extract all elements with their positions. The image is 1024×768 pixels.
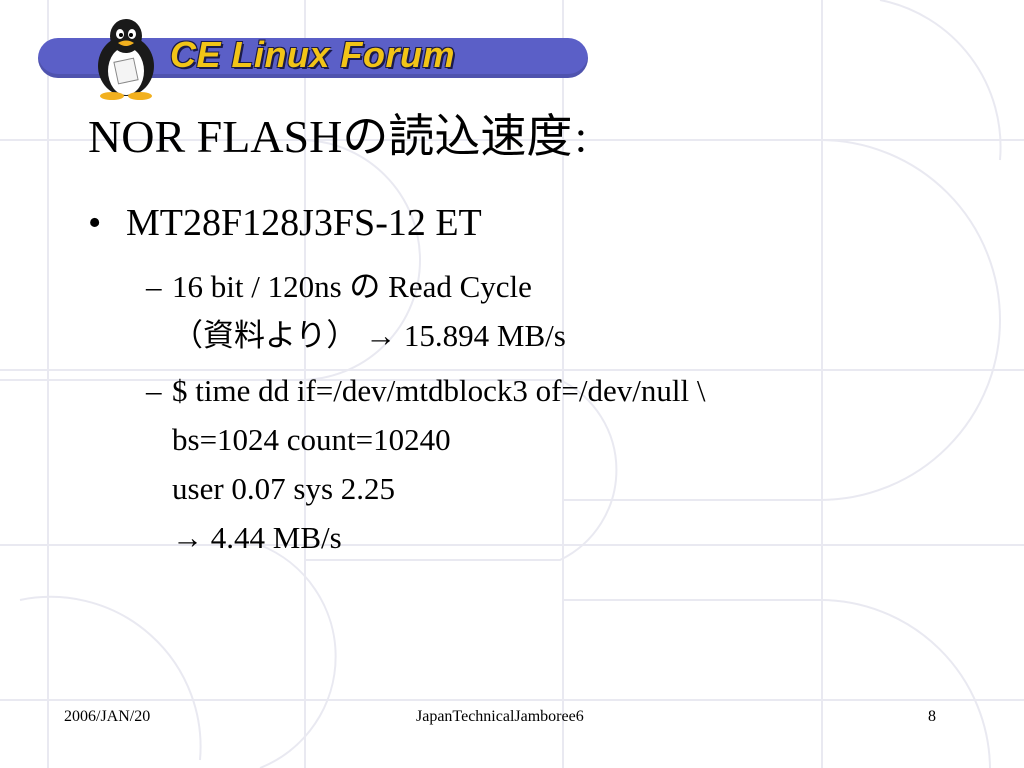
banner-logo-text: CE Linux Forum bbox=[170, 34, 455, 75]
sub2-line1: $ time dd if=/dev/mtdblock3 of=/dev/null… bbox=[172, 373, 706, 408]
sub1-line1: 16 bit / 120ns の Read Cycle bbox=[172, 269, 532, 304]
sub2-line2: bs=1024 count=10240 bbox=[172, 422, 451, 457]
sub-bullet-dd-command: –$ time dd if=/dev/mtdblock3 of=/dev/nul… bbox=[146, 366, 705, 562]
sub-bullet-read-cycle: –16 bit / 120ns の Read Cycle （資料より） → 15… bbox=[146, 262, 566, 360]
dash-marker: – bbox=[146, 373, 162, 408]
footer-page-number: 8 bbox=[928, 708, 936, 725]
dash-marker: – bbox=[146, 269, 162, 304]
title-colon: ： bbox=[572, 123, 607, 160]
tux-penguin-logo bbox=[98, 19, 154, 100]
footer-event: JapanTechnicalJamboree6 bbox=[416, 708, 584, 725]
bullet-marker: • bbox=[88, 202, 102, 244]
sub2-line4: → 4.44 MB/s bbox=[172, 520, 342, 555]
bullet-text: MT28F128J3FS-12 ET bbox=[126, 202, 482, 244]
footer-date: 2006/JAN/20 bbox=[64, 708, 151, 725]
slide-title: NOR FLASHの読込速度： bbox=[88, 100, 606, 166]
sub1-line2: （資料より） → 15.894 MB/s bbox=[172, 318, 566, 353]
sub2-line3: user 0.07 sys 2.25 bbox=[172, 471, 396, 506]
slide-title-text: NOR FLASHの読込速度 bbox=[88, 111, 573, 162]
bullet-item: • MT28F128J3FS-12 ET bbox=[88, 201, 482, 245]
